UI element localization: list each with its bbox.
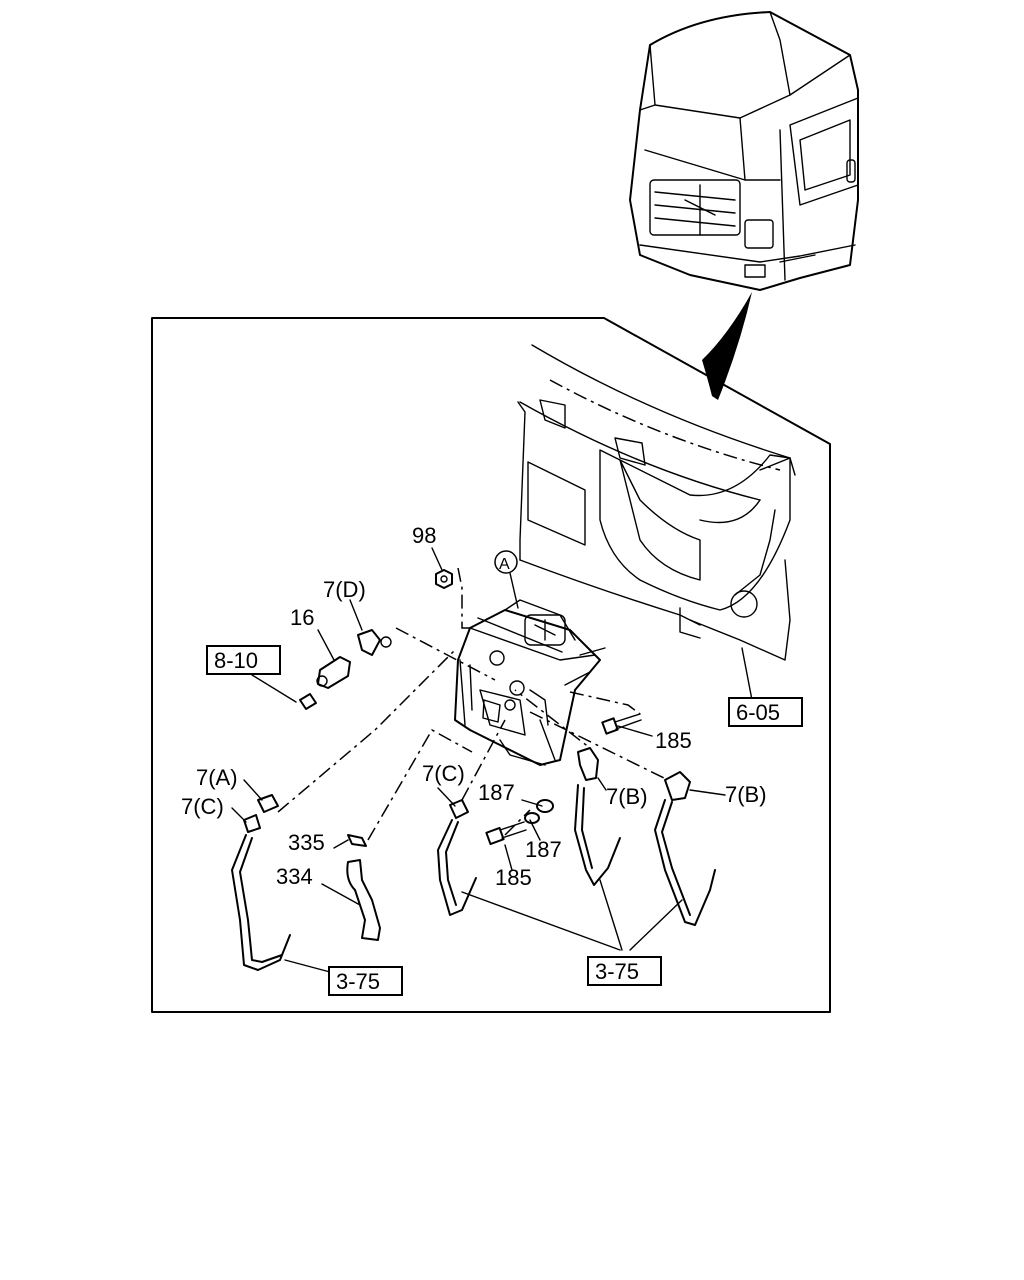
label-ref-6-05: 6-05 bbox=[736, 700, 780, 725]
detail-frame bbox=[151, 317, 831, 1013]
connection-lines bbox=[277, 567, 669, 841]
label-98: 98 bbox=[412, 523, 436, 548]
label-185-lower: 185 bbox=[495, 865, 532, 890]
label-7b-mid: 7(B) bbox=[606, 784, 648, 809]
ref-box-3-75-left bbox=[328, 966, 403, 996]
pointer-arrow bbox=[702, 292, 752, 400]
callout-labels: 98 A 7(D) 16 8-10 6-05 185 7(A) 7(C) 7(C… bbox=[181, 523, 803, 996]
circle-a-marker bbox=[494, 550, 518, 574]
label-7b-right: 7(B) bbox=[725, 782, 767, 807]
label-187-lower: 187 bbox=[525, 837, 562, 862]
label-ref-8-10: 8-10 bbox=[214, 648, 258, 673]
hardware-parts bbox=[243, 569, 691, 941]
central-bracket-assembly bbox=[454, 599, 606, 766]
label-334: 334 bbox=[276, 864, 313, 889]
label-ref-3-75-left: 3-75 bbox=[336, 969, 380, 994]
label-335: 335 bbox=[288, 830, 325, 855]
label-7a: 7(A) bbox=[196, 765, 238, 790]
cab-front-panel bbox=[517, 344, 796, 661]
label-7c-left: 7(C) bbox=[181, 794, 224, 819]
hose-lines bbox=[231, 784, 716, 971]
label-7d: 7(D) bbox=[323, 577, 366, 602]
label-7c-mid: 7(C) bbox=[422, 761, 465, 786]
label-ref-3-75-right: 3-75 bbox=[595, 959, 639, 984]
leader-lines bbox=[231, 547, 753, 973]
label-16: 16 bbox=[290, 605, 314, 630]
label-185-upper: 185 bbox=[655, 728, 692, 753]
ref-box-6-05 bbox=[728, 697, 803, 727]
ref-box-3-75-right bbox=[587, 956, 662, 986]
label-circle-a: A bbox=[499, 556, 510, 573]
truck-cab-thumbnail bbox=[629, 11, 859, 291]
ref-box-8-10 bbox=[206, 645, 281, 675]
label-187-upper: 187 bbox=[478, 780, 515, 805]
